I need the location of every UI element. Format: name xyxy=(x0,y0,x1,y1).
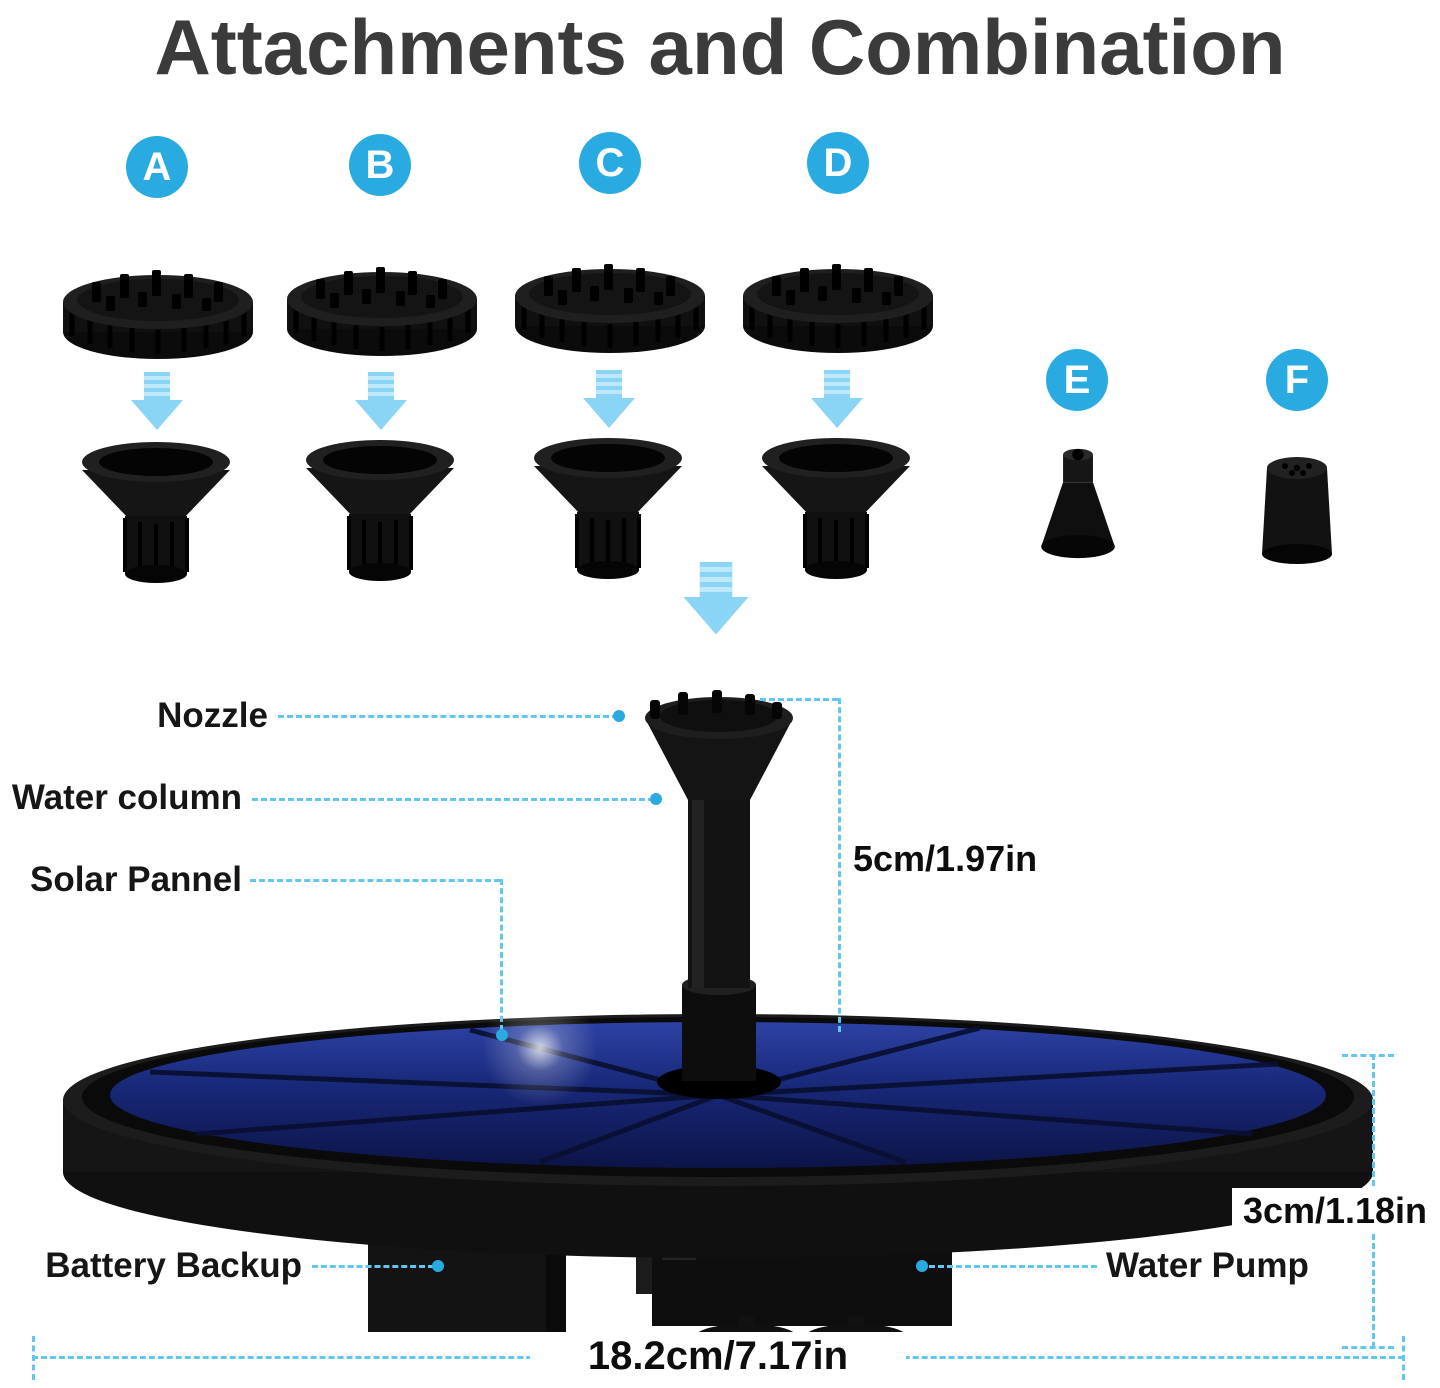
column-height-measure-line xyxy=(838,698,841,1032)
solar-panel-leader-line-h xyxy=(250,879,500,882)
panel-thickness-bottom-tick xyxy=(1342,1346,1394,1349)
battery-backup-leader-dot xyxy=(432,1260,444,1272)
down-arrow-center xyxy=(683,562,749,635)
nozzle-label: Nozzle xyxy=(157,696,268,735)
cylinder-nozzle-f xyxy=(1262,457,1332,564)
badge-f: F xyxy=(1266,349,1328,411)
solar-panel-label: Solar Pannel xyxy=(29,860,242,899)
nozzle-leader-line xyxy=(278,715,618,718)
water-pump-label: Water Pump xyxy=(1106,1246,1309,1285)
panel-thickness-dimension: 3cm/1.18in xyxy=(1232,1188,1438,1234)
water-column-label: Water column xyxy=(11,778,242,817)
badge-a: A xyxy=(126,136,188,198)
page-title: Attachments and Combination xyxy=(154,3,1286,91)
funnel-base-b xyxy=(304,438,456,583)
funnel-base-d xyxy=(760,436,912,581)
water-column-leader-dot xyxy=(650,793,662,805)
badge-c: C xyxy=(579,132,641,194)
badge-b: B xyxy=(349,134,411,196)
attachment-disc-a xyxy=(63,270,253,359)
water-column-leader-line xyxy=(252,798,654,801)
badge-e: E xyxy=(1046,349,1108,411)
water-column-illustration xyxy=(682,788,756,1081)
installed-nozzle-illustration xyxy=(645,690,793,800)
attachment-disc-d xyxy=(743,264,933,353)
cone-nozzle-e xyxy=(1041,448,1115,559)
down-arrow-b xyxy=(355,372,407,430)
battery-backup-label: Battery Backup xyxy=(45,1246,302,1285)
solar-panel-illustration xyxy=(63,990,1373,1258)
down-arrow-a xyxy=(131,372,183,430)
panel-diameter-right-tick xyxy=(1402,1336,1405,1380)
down-arrow-c xyxy=(583,370,635,428)
funnel-base-a xyxy=(80,440,232,585)
column-height-dimension: 5cm/1.97in xyxy=(853,838,1038,879)
down-arrow-d xyxy=(811,370,863,428)
panel-thickness-top-tick xyxy=(1342,1054,1394,1057)
funnel-base-c xyxy=(532,436,684,581)
attachment-disc-c xyxy=(515,264,705,353)
solar-panel-leader-dot xyxy=(496,1029,508,1041)
panel-diameter-dimension: 18.2cm/7.17in xyxy=(530,1332,906,1381)
badge-d: D xyxy=(807,132,869,194)
battery-backup-leader-line xyxy=(312,1265,434,1268)
attachment-disc-b xyxy=(287,267,477,356)
nozzle-leader-dot xyxy=(613,710,625,722)
solar-panel-leader-line-v xyxy=(500,879,503,1031)
column-height-top-tick xyxy=(760,698,838,701)
water-pump-leader-dot xyxy=(916,1260,928,1272)
water-pump-leader-line xyxy=(929,1265,1097,1268)
